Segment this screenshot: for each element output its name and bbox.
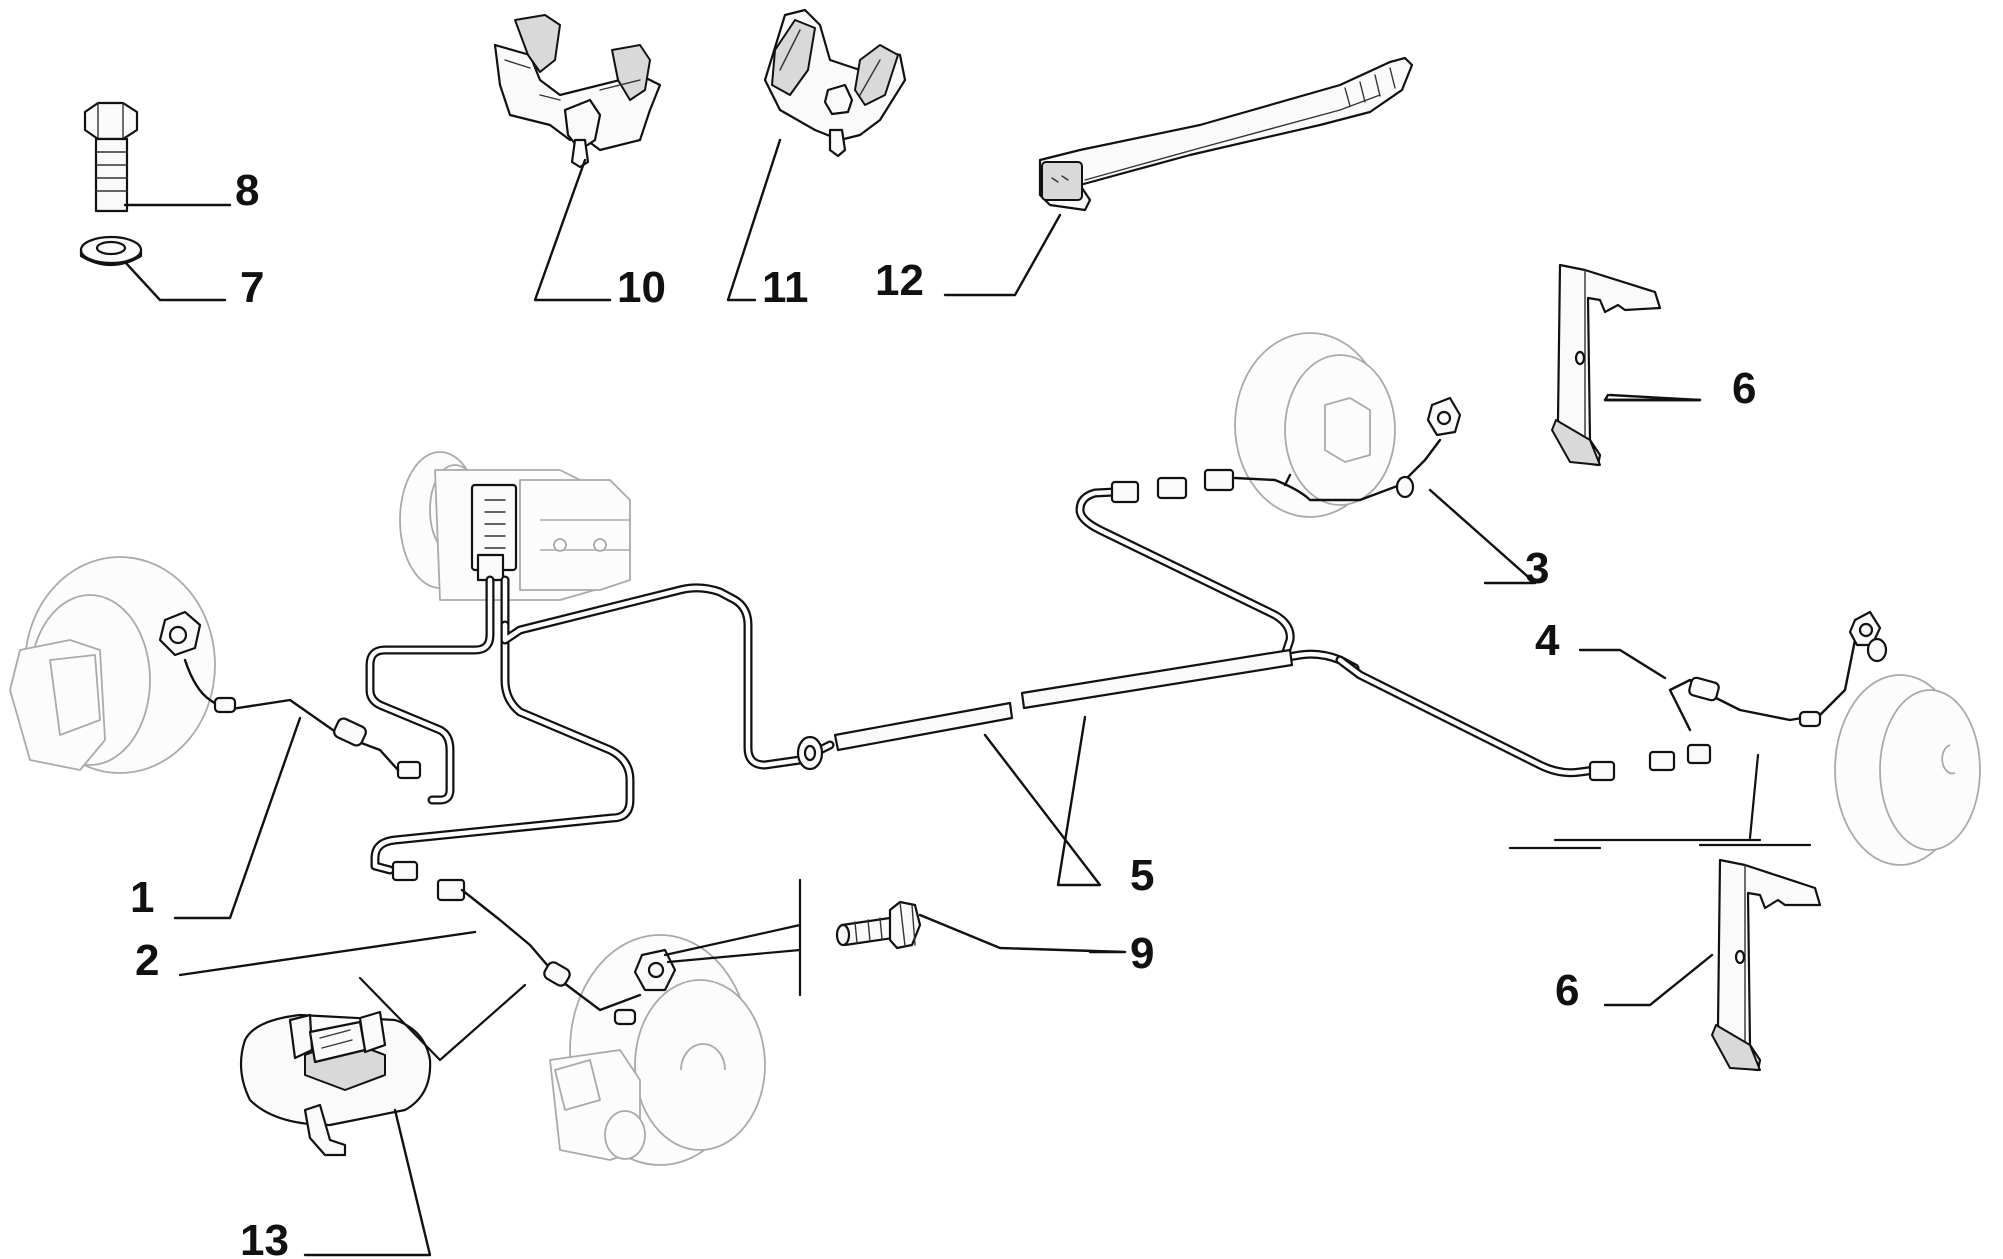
callout-12: 12	[875, 256, 924, 305]
callout-2: 2	[135, 936, 159, 985]
washer-icon	[79, 235, 143, 266]
callout-10: 10	[617, 263, 666, 312]
abs-sensor-wires	[183, 438, 1857, 1026]
callout-3: 3	[1525, 544, 1549, 593]
cable-strap-icon	[1038, 56, 1414, 212]
callout-11: 11	[762, 263, 809, 312]
leader-lines	[123, 138, 1812, 1257]
callout-5: 5	[1130, 851, 1154, 900]
rear-left-brake-drum	[1234, 332, 1396, 518]
abs-hydraulic-unit	[399, 451, 631, 601]
brake-pipes	[365, 487, 1600, 875]
mounting-bracket-icon	[1711, 858, 1822, 1072]
callout-9: 9	[1130, 929, 1154, 978]
callout-13: 13	[240, 1216, 289, 1259]
callout-8: 8	[235, 166, 259, 215]
rear-right-brake-drum	[1834, 674, 1981, 866]
front-left-brake-disc	[9, 556, 216, 774]
callout-6-bottom: 6	[1555, 966, 1579, 1015]
front-right-brake-disc	[549, 934, 766, 1166]
double-pipe-clip-icon	[493, 14, 662, 169]
bleed-screw-icon	[835, 900, 922, 950]
callout-labels: 1 2 3 4 5 6 6 7 8 9 10 11 12 13	[130, 166, 1756, 1259]
pipe-holder-plate-icon	[239, 1010, 432, 1157]
callout-1: 1	[130, 873, 154, 922]
pipe-clip-icon	[763, 8, 907, 158]
pipe-fittings	[391, 468, 1712, 902]
callout-4: 4	[1535, 616, 1560, 665]
wheel-speed-sensors	[158, 396, 1888, 992]
callout-6-top: 6	[1732, 364, 1756, 413]
callout-7: 7	[240, 263, 264, 312]
pipe-sleeves	[796, 648, 1294, 771]
mounting-bracket-icon	[1551, 263, 1662, 467]
bolt-icon	[83, 101, 139, 213]
